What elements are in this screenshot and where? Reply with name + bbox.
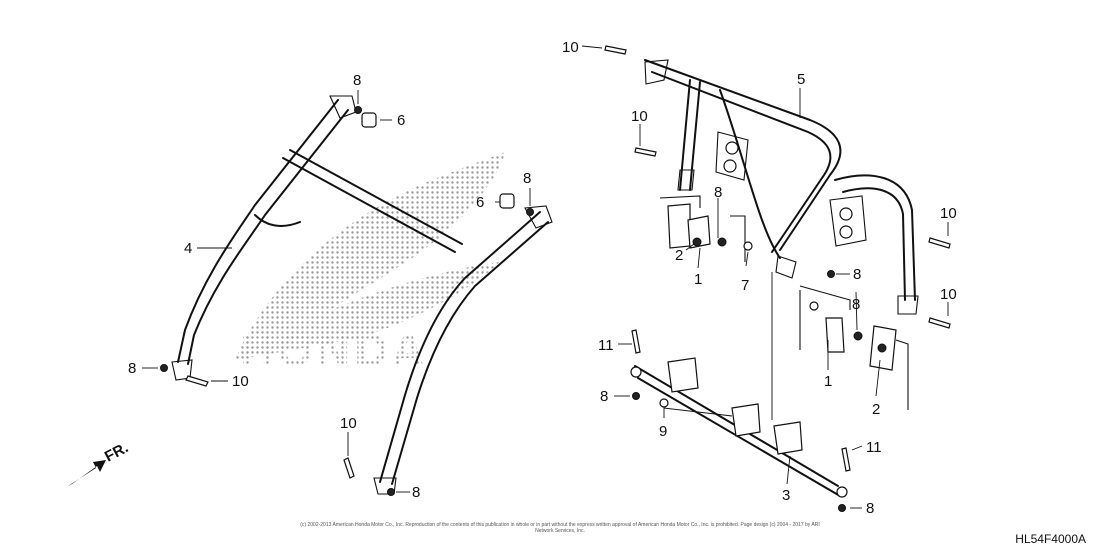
fasteners: [160, 45, 951, 512]
callout-numbers: 8 6 8 6 4 8 10 10 8 10 10 5 8 2 1 7 8 10…: [128, 39, 957, 517]
callout-1: 1: [824, 373, 832, 390]
callout-4: 4: [184, 240, 192, 257]
lower-bracket-set: [799, 285, 909, 410]
leader-lines: [142, 45, 949, 509]
callout-2: 2: [675, 247, 683, 264]
callout-7: 7: [741, 277, 749, 294]
honda-wing-watermark: HONDA: [235, 152, 505, 376]
callout-6: 6: [476, 194, 484, 211]
callout-8: 8: [128, 360, 136, 377]
front-direction-arrow: FR.: [68, 439, 131, 486]
callout-8: 8: [852, 296, 860, 313]
callout-5: 5: [797, 71, 805, 88]
callout-9: 9: [659, 423, 667, 440]
callout-8: 8: [353, 72, 361, 89]
upper-bracket-set: [659, 195, 753, 262]
callout-8: 8: [714, 184, 722, 201]
rear-roll-bar: [644, 59, 919, 315]
callout-8: 8: [523, 170, 531, 187]
callout-10: 10: [340, 415, 357, 432]
callout-10: 10: [562, 39, 579, 56]
callout-3: 3: [782, 487, 790, 504]
callout-10: 10: [940, 205, 957, 222]
callout-11: 11: [598, 337, 614, 354]
callout-8: 8: [866, 500, 874, 517]
callout-8: 8: [853, 266, 861, 283]
callout-10: 10: [232, 373, 249, 390]
callout-10: 10: [631, 108, 648, 125]
front-direction-label: FR.: [102, 439, 131, 465]
callout-11: 11: [866, 439, 882, 456]
honda-watermark-text: HONDA: [240, 324, 429, 376]
callout-8: 8: [412, 484, 420, 501]
callout-2: 2: [872, 401, 880, 418]
callout-10: 10: [940, 286, 957, 303]
copyright-notice: (c) 2002-2013 American Honda Motor Co., …: [300, 522, 820, 534]
cross-bracket: [630, 357, 848, 498]
front-roll-bar: [171, 95, 553, 495]
callout-6: 6: [397, 112, 405, 129]
callout-1: 1: [694, 271, 702, 288]
diagram-code: HL54F4000A: [1015, 532, 1086, 546]
callout-8: 8: [600, 388, 608, 405]
